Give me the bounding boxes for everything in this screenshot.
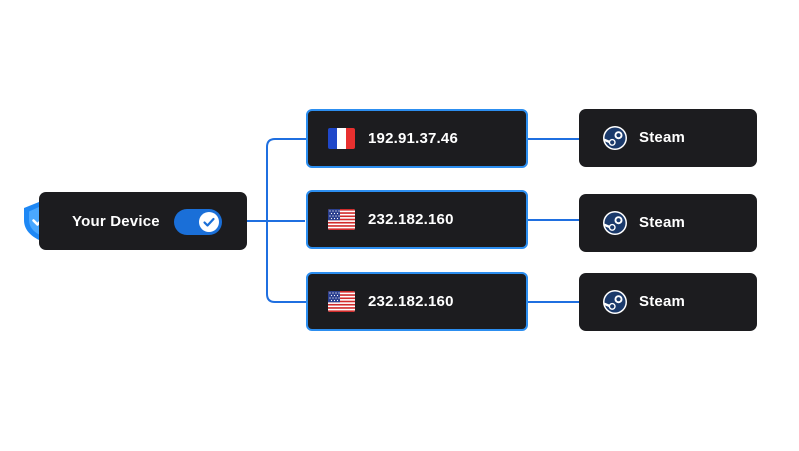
steam-target-3[interactable]: Steam: [579, 273, 757, 331]
connector-branch: [266, 138, 307, 303]
app-label: Steam: [639, 293, 686, 310]
steam-icon: [603, 290, 627, 314]
france-flag-icon: [328, 128, 355, 149]
proxy-ip: 192.91.37.46: [368, 130, 458, 147]
proxy-ip: 232.182.160: [368, 293, 454, 310]
proxy-server-1[interactable]: 192.91.37.46: [306, 109, 528, 168]
steam-target-1[interactable]: Steam: [579, 109, 757, 167]
app-label: Steam: [639, 129, 686, 146]
steam-icon: [603, 126, 627, 150]
device-card: Your Device: [39, 192, 247, 250]
usa-flag-icon: [328, 291, 355, 312]
proxy-ip: 232.182.160: [368, 211, 454, 228]
proxy-server-3[interactable]: 232.182.160: [306, 272, 528, 331]
device-label: Your Device: [72, 213, 160, 230]
protection-toggle[interactable]: [174, 209, 222, 235]
toggle-check-icon: [203, 217, 215, 227]
app-label: Steam: [639, 214, 686, 231]
steam-target-2[interactable]: Steam: [579, 194, 757, 252]
proxy-server-2[interactable]: 232.182.160: [306, 190, 528, 249]
steam-icon: [603, 211, 627, 235]
toggle-knob: [199, 212, 219, 232]
usa-flag-icon: [328, 209, 355, 230]
